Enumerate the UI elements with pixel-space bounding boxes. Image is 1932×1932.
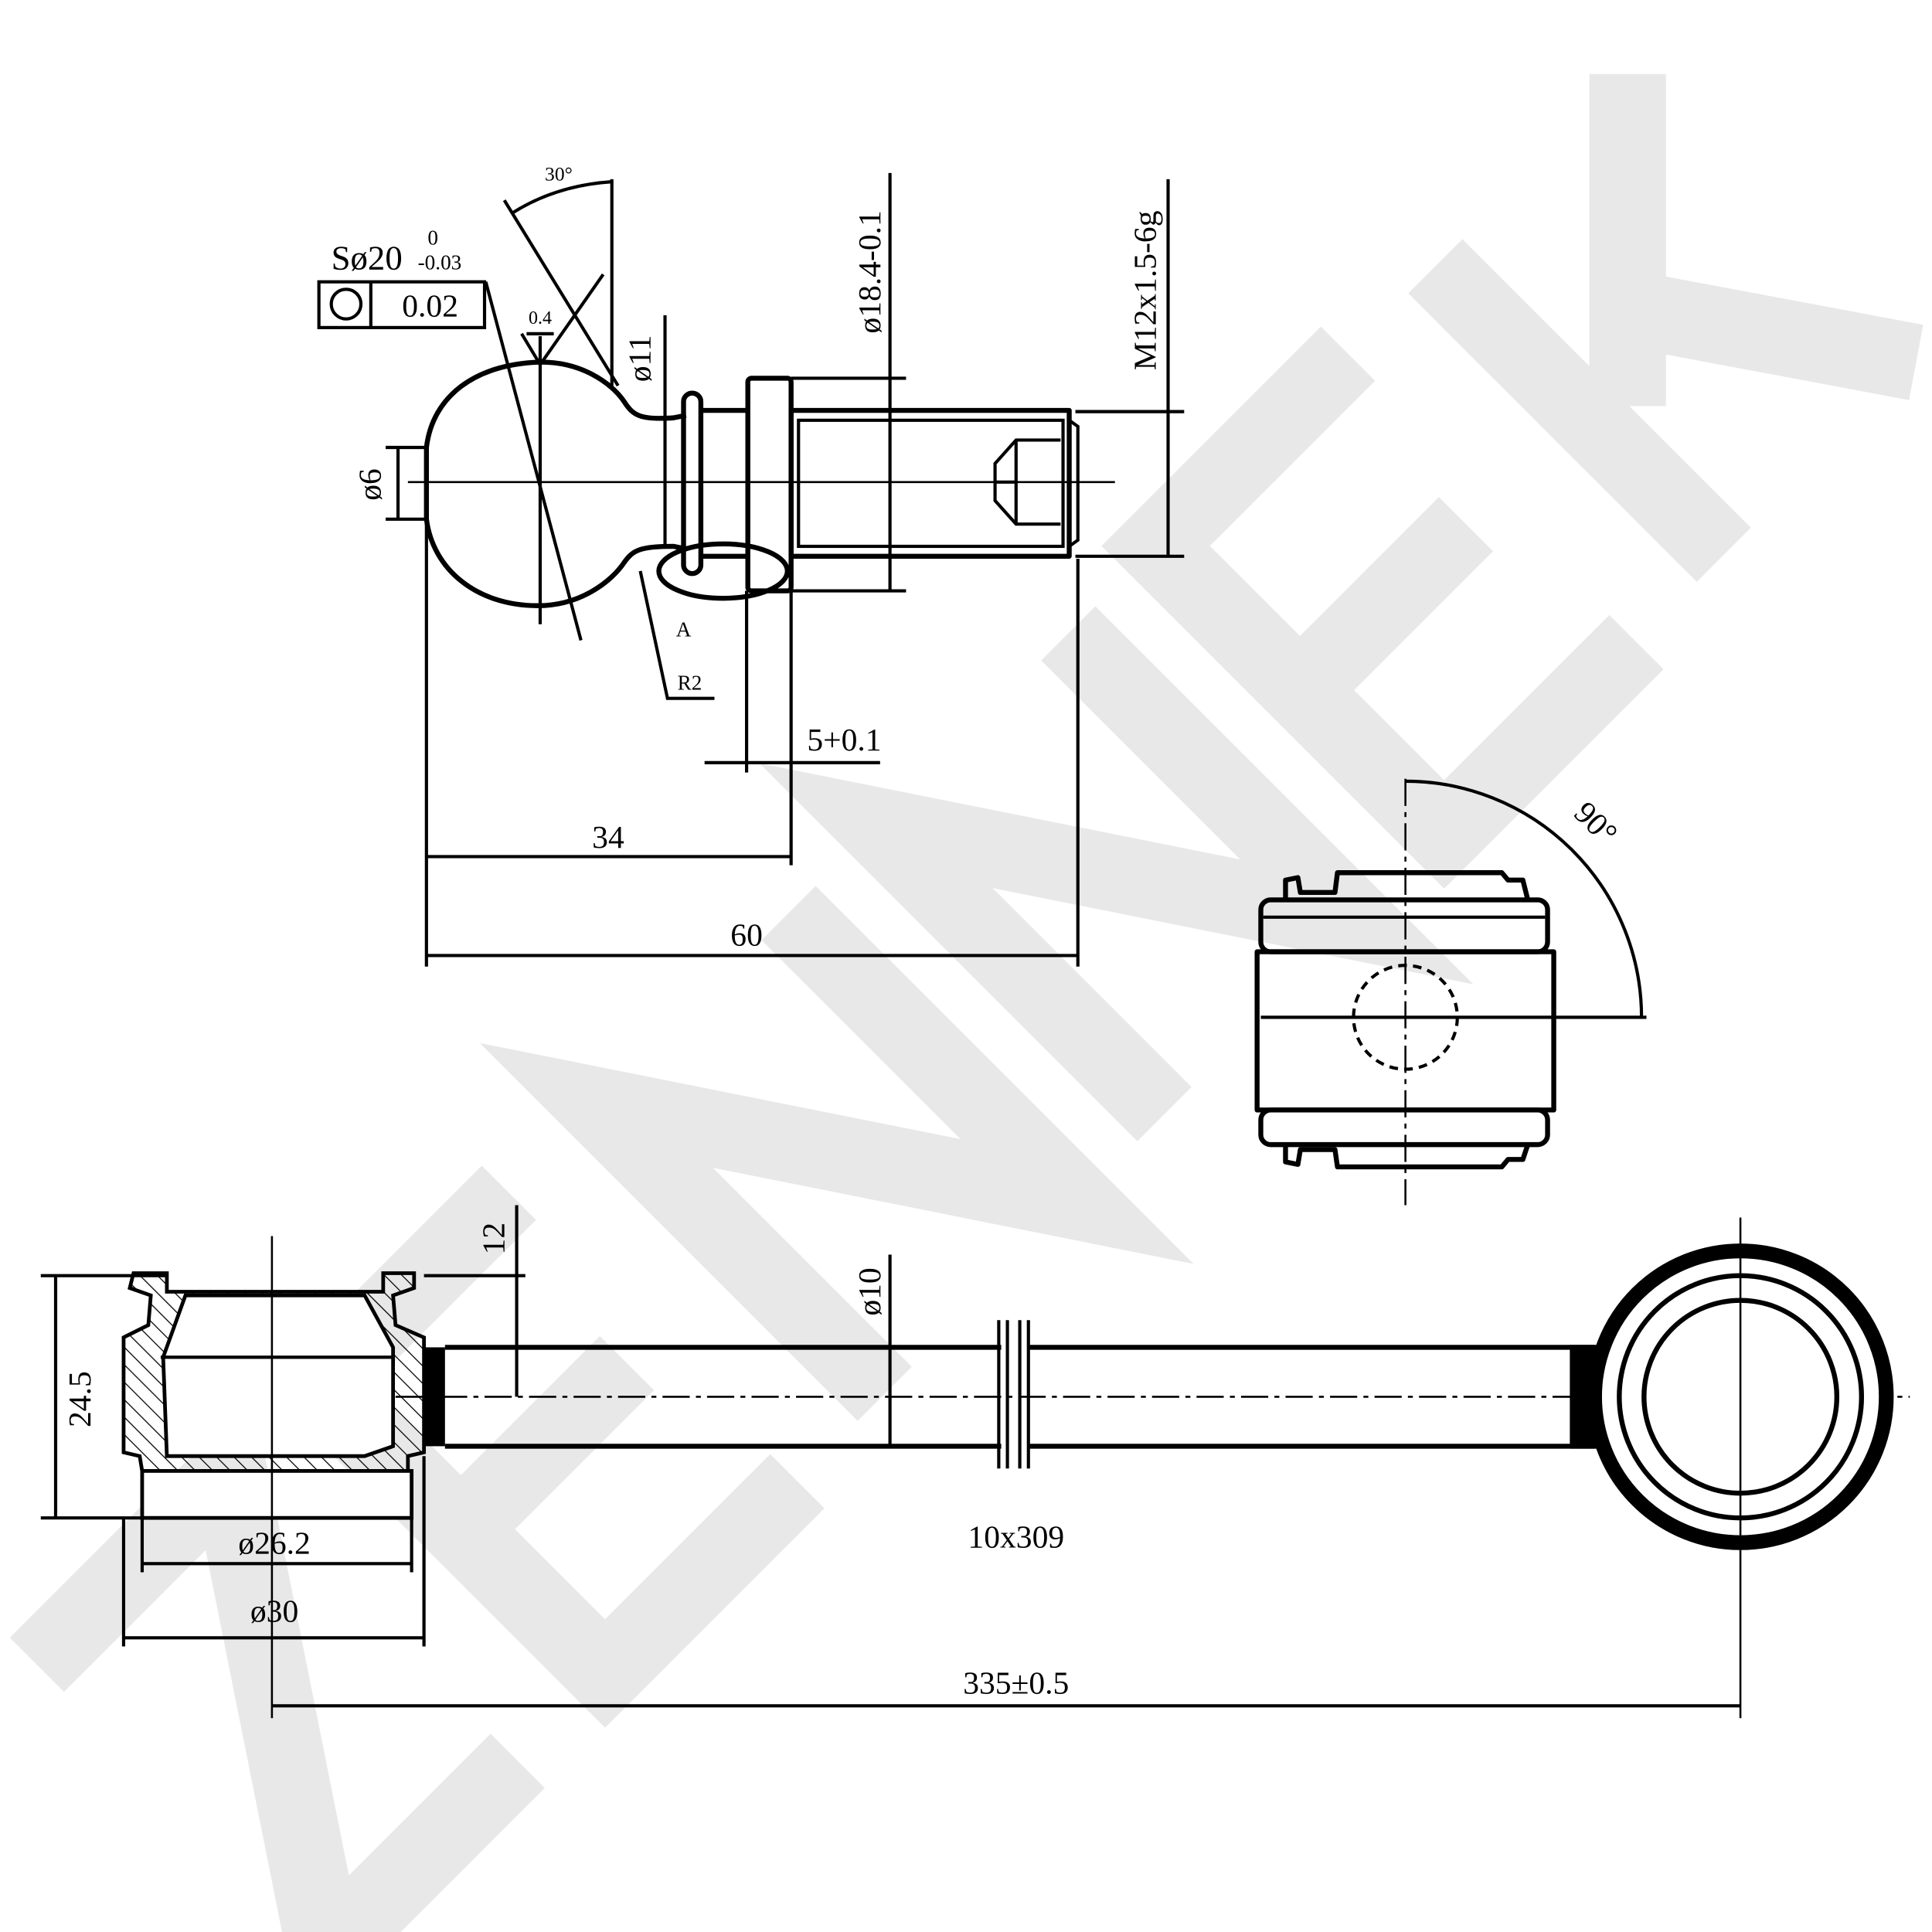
watermark [9,73,1923,1932]
circularity-icon [329,287,363,321]
length-60-label: 60 [730,917,763,953]
hidden-bore [1352,964,1459,1071]
watermark-letter-z [9,1394,545,1932]
detail-a-label: A [676,618,692,641]
length-34-label: 34 [592,819,624,855]
offset-label: 12 [476,1223,512,1255]
groove-ring [681,390,704,577]
tolerance-frame [317,280,487,329]
rotation-angle-label: 90° [1567,794,1624,852]
ball-pin-view: ø6 Sø20 0 -0.03 0.02 0.4 30° ø11 ø18.4-0… [317,163,1185,967]
watermark-letter-n [759,606,1474,1141]
ball-outline [423,359,687,608]
watermark-letter-n [479,886,1194,1421]
thread [788,407,1072,559]
roughness-label: 0.4 [529,308,552,328]
sphere-tol-lower: -0.03 [418,251,462,274]
thread-label: M12x1.5-6g [1128,211,1163,371]
socket-height-label: 24.5 [62,1371,97,1427]
watermark-letter-k [1408,73,1923,582]
flange-diameter-label: ø18.4-0.1 [852,210,887,333]
inner-diameter-label: ø26.2 [238,1526,311,1561]
radius-label: R2 [678,672,702,695]
angle-label: 30° [545,163,573,185]
detail-a-marker [656,541,791,601]
center-distance-label: 335±0.5 [963,1665,1069,1700]
rod-size-label: 10x309 [968,1519,1064,1555]
flange [745,376,794,594]
circularity-value: 0.02 [402,287,458,323]
sphere-tol-upper: 0 [427,226,438,250]
outer-diameter-label: ø30 [250,1594,298,1629]
neck-diameter-label: ø11 [621,335,657,382]
rod-diameter-label: ø10 [852,1267,887,1315]
flange-thickness-label: 5+0.1 [807,722,881,757]
link-rod-view: 24.5 ø26.2 ø30 12 ø10 10x309 335±0.5 [40,1205,1910,1719]
sphere-diameter-label: Sø20 [332,239,403,277]
watermark-letter-e [1101,326,1664,889]
tip-diameter-label: ø6 [352,468,388,501]
